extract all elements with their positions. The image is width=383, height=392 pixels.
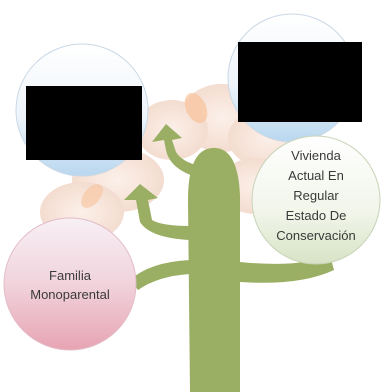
node-label-line: Estado De <box>286 208 347 223</box>
node-label-line: Vivienda <box>291 148 341 163</box>
node-label-line: Actual En <box>288 168 344 183</box>
node-label-line: Regular <box>293 188 339 203</box>
redaction-box <box>26 86 142 160</box>
redaction-box <box>238 42 362 122</box>
top-right-node <box>227 13 362 143</box>
node-label-line: Familia <box>49 268 92 283</box>
right-node: Vivienda Actual En Regular Estado De Con… <box>251 135 381 265</box>
node-label-line: Monoparental <box>30 287 110 302</box>
node-label-line: Conservación <box>276 228 356 243</box>
top-left-node <box>15 43 149 177</box>
bottom-left-node: Familia Monoparental <box>3 217 137 351</box>
